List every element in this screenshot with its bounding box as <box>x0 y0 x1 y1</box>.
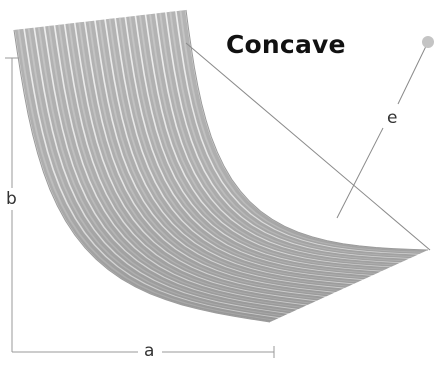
dimension-a-label: a <box>142 341 157 361</box>
chord-line <box>185 42 431 251</box>
dimension-e-marker <box>422 36 434 48</box>
sheet-edge-left <box>13 29 271 323</box>
sheet-edge-right <box>185 9 429 251</box>
dimension-e-label: e <box>385 108 400 128</box>
dimension-e-leader-lower <box>336 127 384 219</box>
sheet-group <box>13 9 429 323</box>
dimension-e-leader-upper <box>397 41 429 105</box>
sheet-shading <box>14 10 428 322</box>
diagram-title: Concave <box>226 30 346 59</box>
dimension-lines <box>5 36 434 358</box>
dimension-b-label: b <box>4 189 19 209</box>
